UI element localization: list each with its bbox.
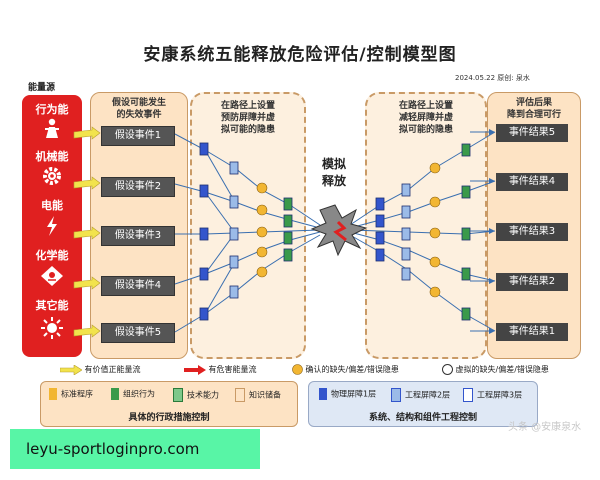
legend-confirmed: 确认的缺失/偏差/错误隐患 (292, 364, 399, 375)
energy-flow-arrows (73, 126, 101, 338)
admin-controls-panel: 标准程序 组织行为 技术能力 知识储备 具体的行政措施控制 (40, 381, 298, 427)
lightning-icon (40, 215, 64, 237)
virtual-defect-icon (442, 364, 453, 375)
engineering-item-physical: 物理屏障1层 (319, 388, 376, 400)
toxic-icon (40, 265, 64, 287)
hypothesis-heading-1: 假设可能发生 (111, 98, 166, 108)
blue-square-icon (319, 388, 327, 400)
energy-source-label: 能量源 (28, 83, 56, 93)
legend: 有价值正能量流 有危害能量流 确认的缺失/偏差/错误隐患 虚拟的缺失/偏差/错误… (22, 361, 582, 379)
prevention-heading-3: 拟可能的隐患 (220, 125, 275, 135)
engineering-controls-panel: 物理屏障1层 工程屏障2层 工程屏障3层 系统、结构和组件工程控制 (308, 381, 538, 427)
admin-item-standard: 标准程序 (49, 388, 93, 400)
light-blue-square-icon (391, 388, 401, 402)
result-event-5: 事件结果5 (496, 124, 568, 142)
mitigation-heading-3: 拟可能的隐患 (398, 125, 453, 135)
hypothesis-event-4: 假设事件4 (101, 276, 175, 296)
watermark: 头条 @安康泉水 (508, 422, 582, 433)
confirmed-defect-icon (292, 364, 303, 375)
hypothesis-event-1: 假设事件1 (101, 126, 175, 146)
result-event-3: 事件结果3 (496, 223, 568, 241)
admin-controls-caption: 具体的行政措施控制 (128, 413, 210, 423)
simulate-line-2: 释放 (321, 174, 346, 188)
energy-label-electric: 电能 (41, 199, 63, 212)
admin-item-knowledge: 知识储备 (235, 388, 281, 402)
white-square-icon (463, 388, 473, 402)
result-event-2: 事件结果2 (496, 273, 568, 291)
engineering-item-layer2: 工程屏障2层 (391, 388, 450, 402)
red-arrow-icon (184, 364, 206, 375)
hypothesis-event-3: 假设事件3 (101, 226, 175, 246)
yellow-arrow-icon (59, 363, 83, 376)
energy-label-chemical: 化学能 (35, 249, 69, 262)
legend-virtual: 虚拟的缺失/偏差/错误隐患 (442, 364, 549, 375)
explosion-icon (310, 204, 368, 257)
gear-icon (40, 165, 64, 187)
engineering-item-layer3: 工程屏障3层 (463, 388, 522, 402)
result-heading-1: 评估后果 (515, 98, 552, 108)
person-icon (40, 117, 64, 139)
hypothesis-heading-2: 的失效事件 (116, 110, 162, 120)
admin-item-technical: 技术能力 (173, 388, 219, 402)
result-event-1: 事件结果1 (496, 323, 568, 341)
hypothesis-event-2: 假设事件2 (101, 177, 175, 197)
date-author: 2024.05.22 原创: 泉水 (455, 74, 530, 82)
diagram-title: 安康系统五能释放危险评估/控制模型图 (143, 45, 457, 65)
light-green-square-icon (173, 388, 183, 402)
result-heading-2: 降到合理可行 (506, 110, 561, 120)
result-event-4: 事件结果4 (496, 173, 568, 191)
yellow-square-icon (49, 388, 57, 400)
energy-label-mechanical: 机械能 (35, 150, 69, 163)
prevention-heading-2: 预防屏障并虚 (220, 113, 275, 123)
sun-icon (40, 317, 64, 339)
legend-valuable: 有价值正能量流 (59, 363, 141, 376)
engineering-controls-caption: 系统、结构和组件工程控制 (368, 413, 477, 423)
energy-label-other: 其它能 (35, 299, 69, 312)
result-panel: 评估后果 降到合理可行 事件结果5 事件结果4 事件结果3 事件结果2 事件结果… (487, 92, 581, 359)
simulate-release-label: 模拟 释放 (308, 156, 360, 190)
legend-harmful: 有危害能量流 (184, 364, 257, 375)
hypothesis-panel: 假设可能发生 的失效事件 假设事件1 假设事件2 假设事件3 假设事件4 假设事… (90, 92, 188, 359)
simulate-line-1: 模拟 (321, 157, 346, 171)
hypothesis-event-5: 假设事件5 (101, 323, 175, 343)
green-square-icon (111, 388, 119, 400)
beige-square-icon (235, 388, 245, 402)
energy-source-column: 行为能 机械能 电能 化学能 其它能 (22, 95, 82, 357)
mitigation-heading-1: 在路径上设置 (398, 101, 453, 111)
energy-label-behavior: 行为能 (35, 103, 69, 116)
site-banner[interactable]: leyu-sportloginpro.com (10, 429, 260, 469)
prevention-heading-1: 在路径上设置 (220, 101, 275, 111)
admin-item-organization: 组织行为 (111, 388, 155, 400)
mitigation-heading-2: 减轻屏障并虚 (398, 113, 453, 123)
